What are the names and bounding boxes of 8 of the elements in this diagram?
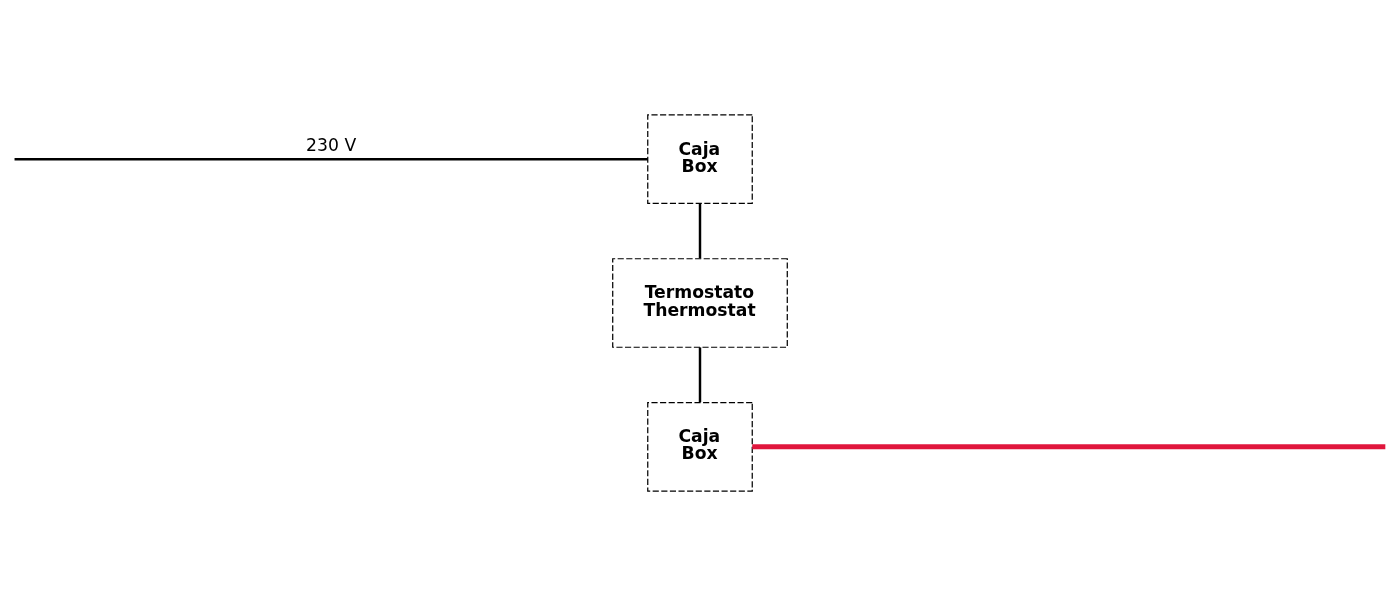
node-box: Caja Box <box>647 114 753 205</box>
node-box: Termostato Thermostat <box>612 258 788 348</box>
connector <box>752 444 1386 450</box>
node-box: Caja Box <box>647 401 753 492</box>
connector <box>698 347 702 403</box>
connector <box>14 157 648 161</box>
edge-label: 230 V <box>306 134 357 155</box>
connector <box>698 203 702 259</box>
